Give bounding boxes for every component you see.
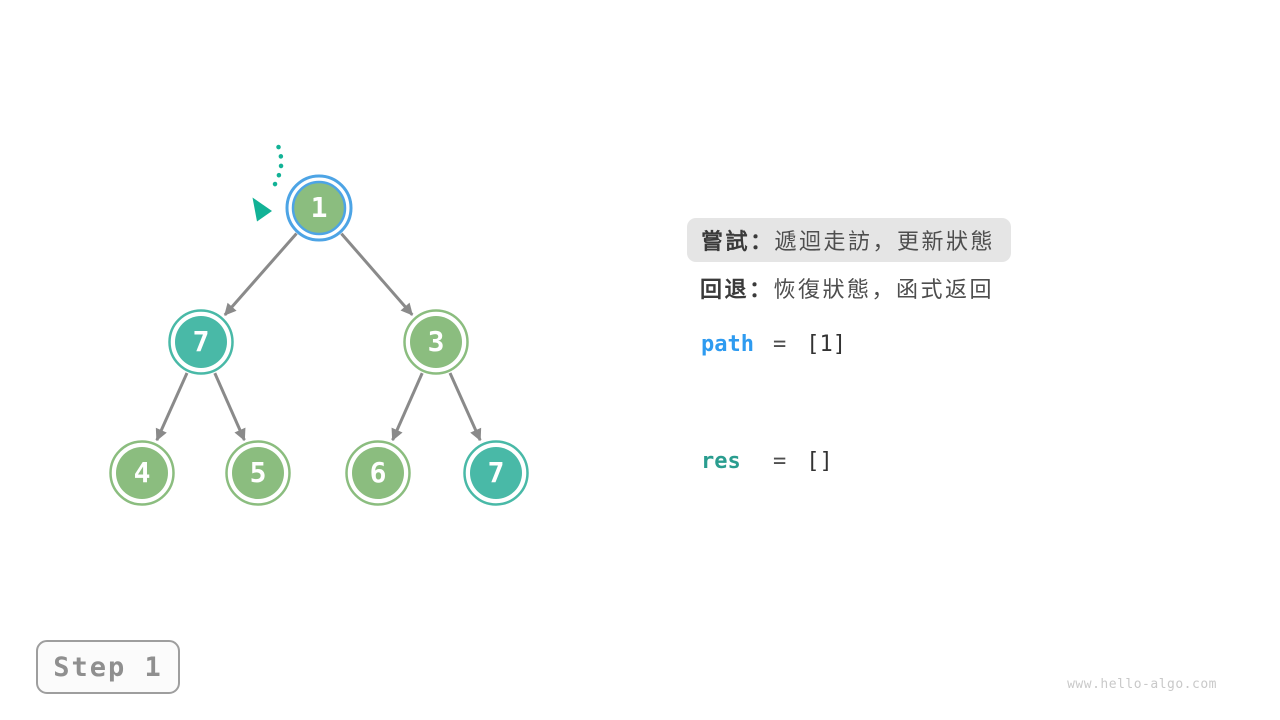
- legend-backtrack-label: 回退：: [700, 278, 774, 303]
- tree-node-value: 4: [134, 456, 151, 489]
- tree-node-value: 3: [428, 325, 445, 358]
- tree-node-value: 1: [311, 191, 328, 224]
- tree-node-4: 4: [109, 440, 175, 506]
- res-variable-name: res: [701, 448, 741, 474]
- step-badge: Step 1: [36, 640, 180, 694]
- tree-node-5: 5: [225, 440, 291, 506]
- legend-try-label: 嘗試：: [701, 230, 775, 255]
- current-pointer-arrow: [252, 144, 284, 222]
- legend-backtrack-row: 回退：恢復狀態，函式返回: [700, 272, 994, 304]
- res-variable-line: res = []: [701, 446, 833, 476]
- pointer-dotted-path: [268, 144, 284, 194]
- tree-node-1-current: 1: [285, 174, 353, 242]
- tree-node-6: 6: [345, 440, 411, 506]
- res-equals-sign: =: [773, 448, 787, 474]
- tree-edge-7-5: [213, 372, 246, 442]
- tree-edge-1-7: [223, 232, 298, 316]
- legend-try-row: 嘗試：遞迴走訪，更新狀態: [687, 218, 1011, 262]
- tree-edge-1-3: [340, 232, 414, 316]
- tree-node-value: 7: [488, 456, 505, 489]
- tree-node-value: 6: [370, 456, 387, 489]
- legend-backtrack-text: 回退：恢復狀態，函式返回: [700, 272, 994, 304]
- tree-edge-3-6: [391, 372, 424, 442]
- tree-edge-3-7: [448, 372, 482, 442]
- legend-try-desc: 遞迴走訪，更新狀態: [774, 230, 996, 255]
- res-value: []: [806, 448, 833, 474]
- step-badge-label: Step 1: [53, 651, 163, 683]
- tree-node-value: 5: [250, 456, 267, 489]
- tree-node-3: 3: [403, 309, 469, 375]
- tree-node-7-left: 7: [168, 309, 234, 375]
- path-value: [1]: [806, 331, 846, 357]
- binary-tree-diagram: 1 7 3 4 5 6 7: [109, 144, 529, 506]
- legend-backtrack-desc: 恢復狀態，函式返回: [773, 278, 995, 303]
- watermark: www.hello-algo.com: [1067, 677, 1217, 692]
- path-variable-line: path = [1]: [701, 329, 846, 359]
- tree-node-7-right: 7: [463, 440, 529, 506]
- pointer-arrowhead-icon: [252, 197, 272, 222]
- tree-node-value: 7: [193, 325, 210, 358]
- legend-try-text: 嘗試：遞迴走訪，更新狀態: [701, 224, 995, 256]
- tree-edge-7-4: [155, 372, 189, 442]
- path-equals-sign: =: [773, 331, 787, 357]
- path-variable-name: path: [701, 331, 754, 357]
